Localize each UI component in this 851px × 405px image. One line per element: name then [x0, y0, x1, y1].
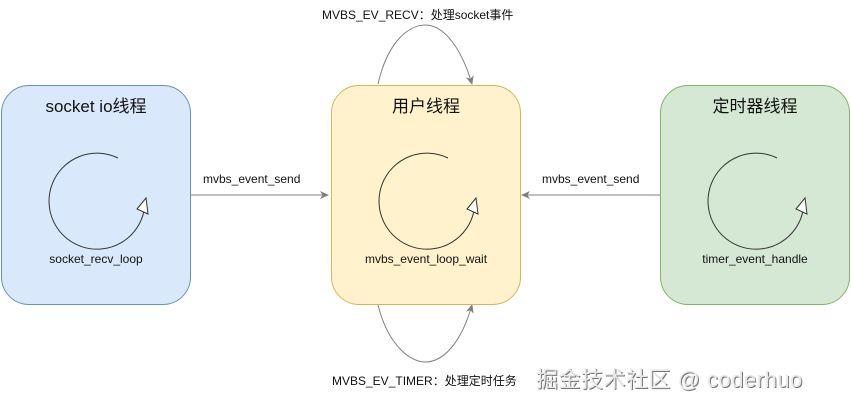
- edge-label-socket-send: mvbs_event_send: [203, 172, 301, 186]
- watermark: 掘金技术社区 @ coderhuo: [536, 367, 803, 392]
- edge-label-recv: MVBS_EV_RECV：处理socket事件: [322, 8, 514, 22]
- node-function: socket_recv_loop: [49, 252, 143, 266]
- loop-icon: [48, 152, 149, 250]
- node-socket-io-thread[interactable]: socket io线程 socket_recv_loop: [1, 85, 191, 305]
- edge-label-timer: MVBS_EV_TIMER：处理定时任务: [332, 374, 517, 388]
- edge-timer-self-loop: [377, 304, 474, 363]
- node-title: socket io线程: [45, 97, 147, 116]
- node-timer-thread[interactable]: 定时器线程 timer_event_handle: [660, 85, 850, 305]
- node-title: 用户线程: [392, 97, 460, 116]
- edge-label-timer-send: mvbs_event_send: [542, 172, 640, 186]
- edge-recv-self-loop: [377, 24, 474, 85]
- node-function: timer_event_handle: [702, 252, 808, 266]
- loop-icon: [378, 152, 479, 250]
- node-user-thread[interactable]: 用户线程 mvbs_event_loop_wait: [331, 85, 521, 305]
- node-function: mvbs_event_loop_wait: [364, 252, 488, 266]
- loop-icon: [707, 152, 808, 250]
- node-title: 定时器线程: [712, 97, 798, 116]
